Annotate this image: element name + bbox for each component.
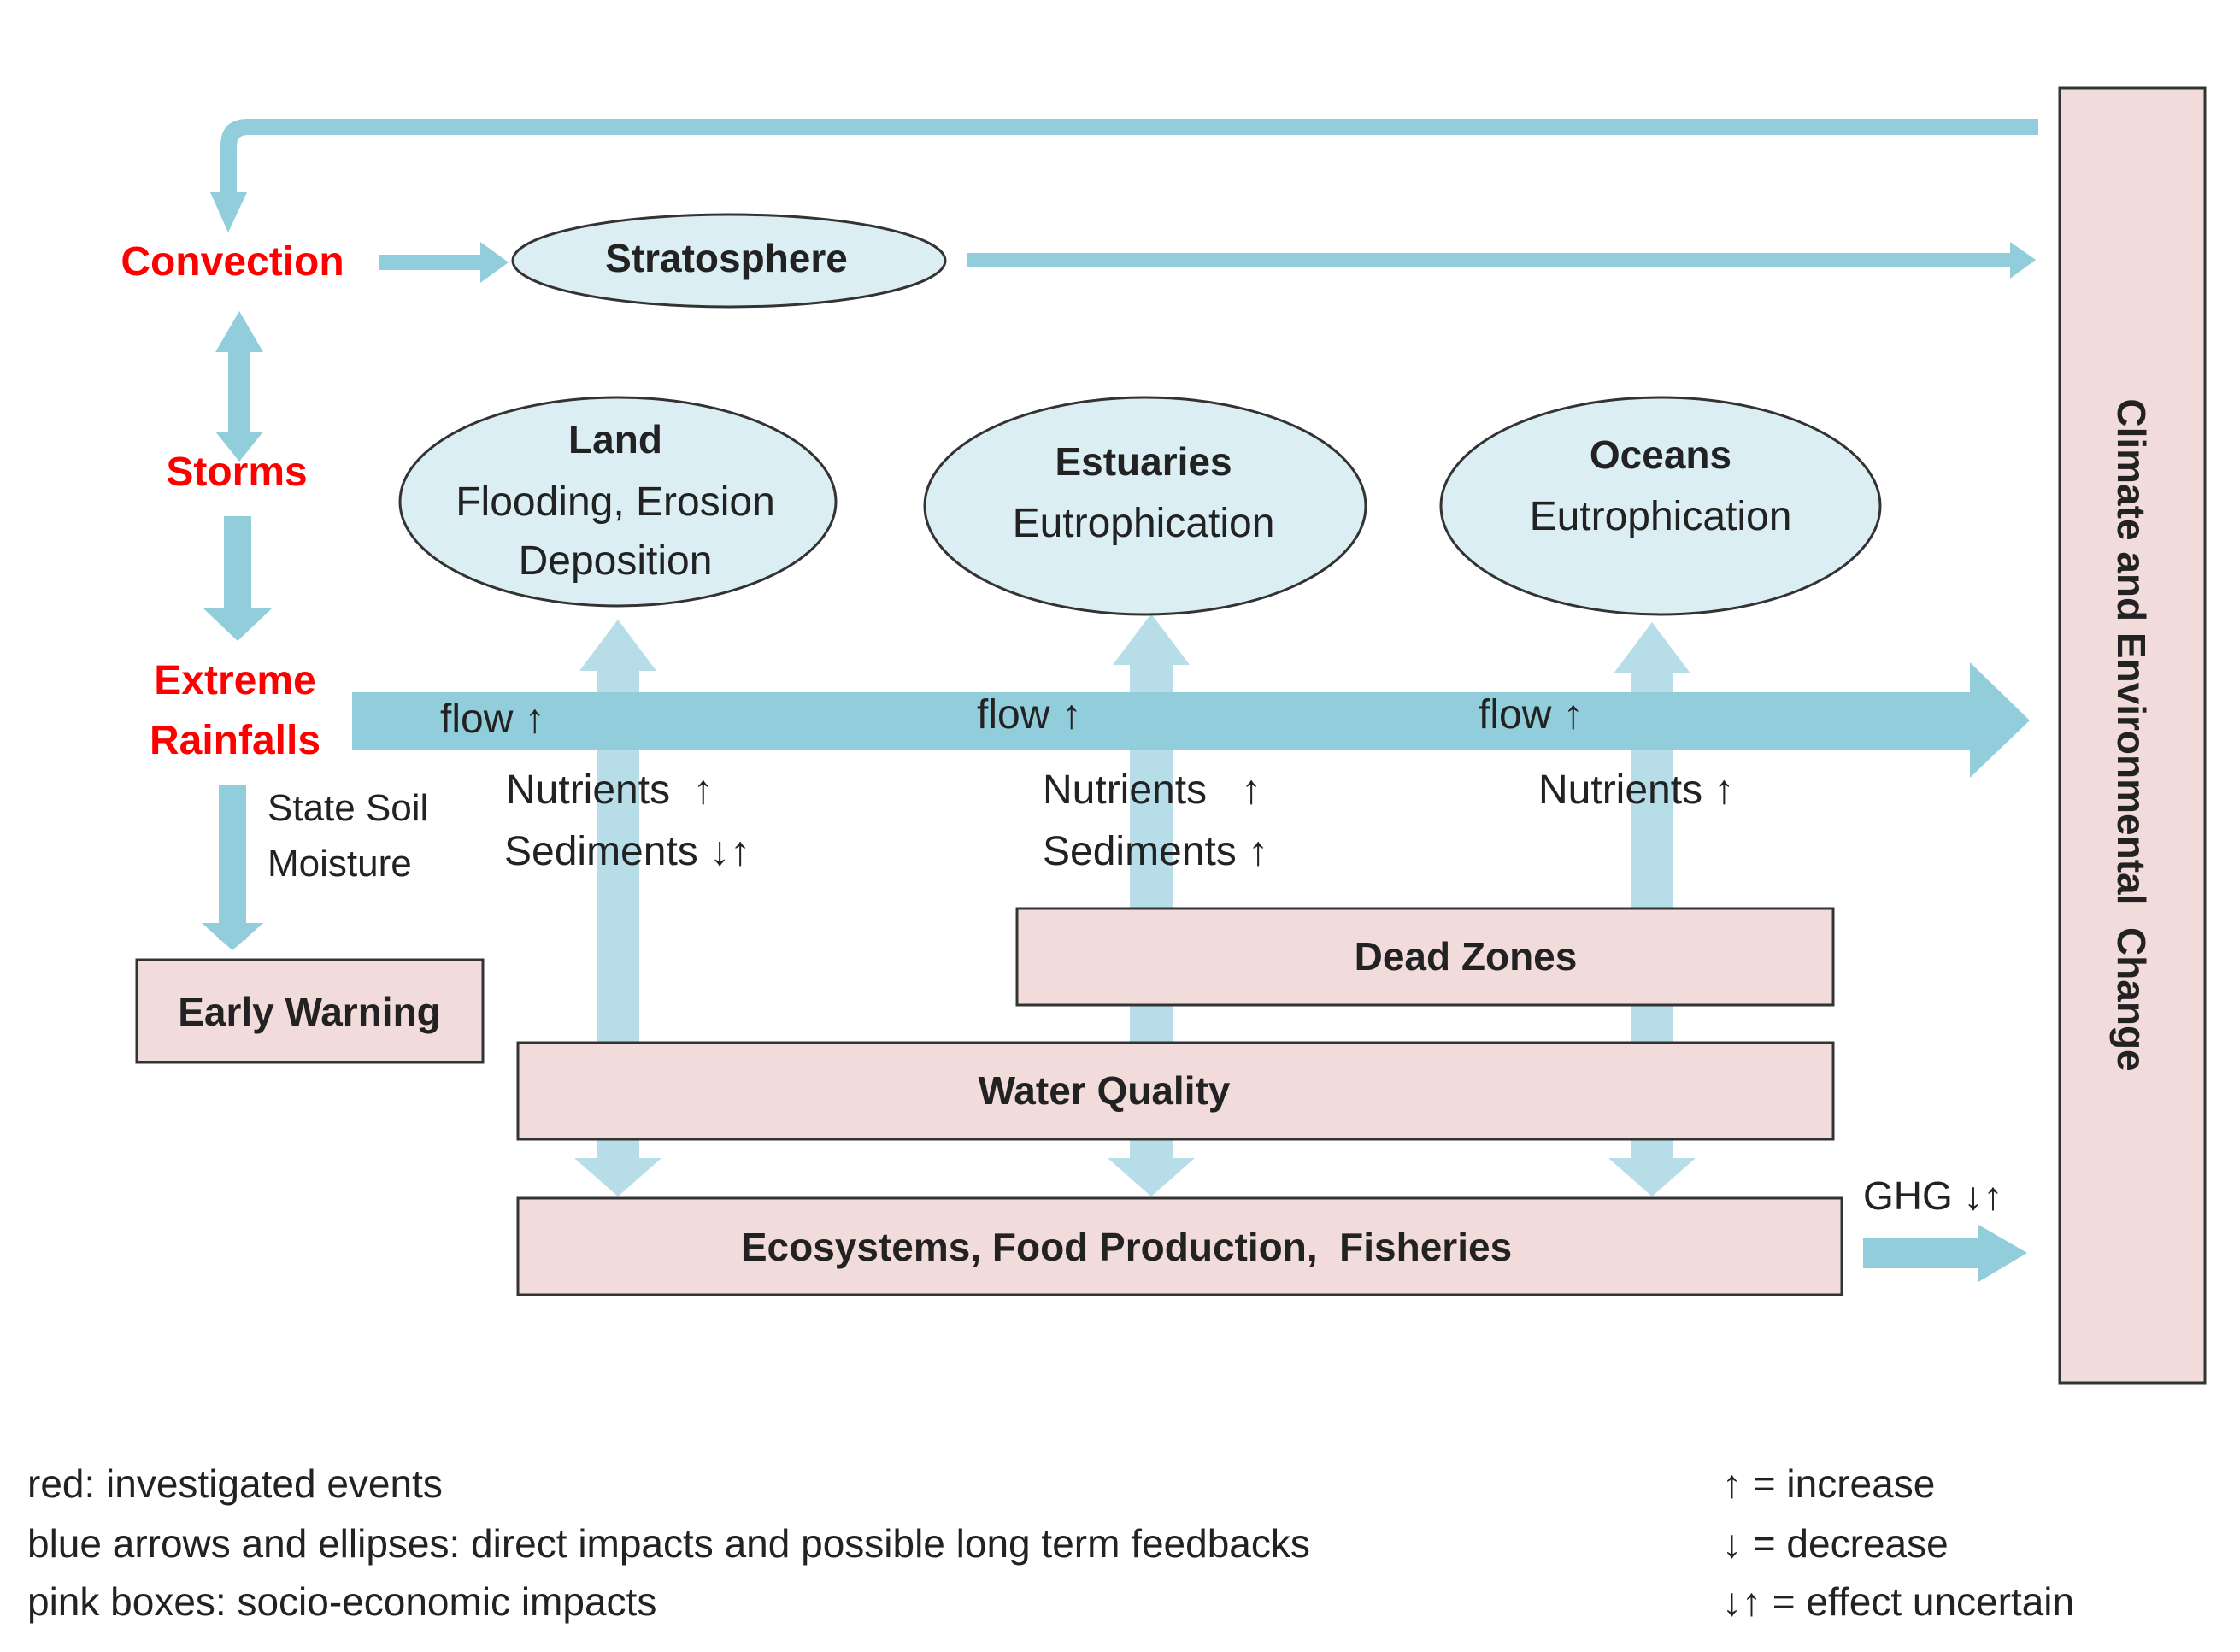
- land-ellipse: [398, 396, 838, 608]
- oceans-line1: Eutrophication: [1530, 494, 1792, 539]
- dead-zones-label: Dead Zones: [1355, 934, 1578, 979]
- ghg-label: GHG ↓↑: [1863, 1173, 2003, 1218]
- soil-moisture-line2: Moisture: [268, 843, 412, 885]
- land-title: Land: [568, 417, 662, 462]
- convection-to-stratosphere-arrow: [379, 242, 509, 283]
- legend-blue: blue arrows and ellipses: direct impacts…: [27, 1521, 1310, 1566]
- legend: red: investigated events blue arrows and…: [27, 1461, 2074, 1624]
- climate-change-label: Climate and Environmental Change: [2109, 398, 2154, 1071]
- event-convection: Convection: [121, 239, 344, 285]
- ecosystems-box: [516, 1196, 1843, 1296]
- event-storms: Storms: [166, 450, 307, 495]
- ecosystems-label: Ecosystems, Food Production, Fisheries: [741, 1225, 1512, 1269]
- legend-decrease: ↓ = decrease: [1722, 1521, 1949, 1566]
- land-nutrients: Nutrients ↑: [506, 767, 714, 813]
- flow-label-oceans: flow ↑: [1479, 692, 1584, 738]
- legend-uncertain: ↓↑ = effect uncertain: [1722, 1579, 2074, 1624]
- feedback-loop-arrow: [210, 119, 2038, 232]
- water-quality-box: [516, 1041, 1835, 1141]
- stratosphere-to-climate-arrow: [967, 242, 2036, 279]
- estuaries-sediments: Sediments ↑: [1043, 829, 1268, 874]
- land-sediments: Sediments ↓↑: [504, 829, 750, 874]
- estuaries-title: Estuaries: [1055, 439, 1232, 484]
- main-flow-arrow: [352, 662, 2030, 778]
- event-extreme-line2: Rainfalls: [150, 718, 320, 763]
- oceans-ellipse: [1439, 396, 1882, 616]
- land-line1: Flooding, Erosion: [456, 479, 775, 525]
- land-line2: Deposition: [519, 538, 713, 584]
- estuaries-line1: Eutrophication: [1013, 501, 1275, 546]
- dead-zones-box: [1015, 907, 1835, 1007]
- ghg-arrow: [1863, 1225, 2027, 1282]
- early-warning-box: [135, 958, 485, 1064]
- legend-increase: ↑ = increase: [1722, 1461, 1935, 1506]
- oceans-title: Oceans: [1590, 432, 1731, 477]
- flow-label-land: flow ↑: [440, 697, 545, 742]
- event-extreme-line1: Extreme: [154, 658, 315, 703]
- flow-label-estuaries: flow ↑: [977, 692, 1082, 738]
- water-quality-label: Water Quality: [979, 1068, 1231, 1113]
- convection-storms-double-arrow: [215, 311, 263, 462]
- stratosphere-ellipse: [511, 213, 947, 309]
- storms-to-rainfall-arrow: [203, 516, 272, 641]
- legend-red: red: investigated events: [27, 1461, 443, 1506]
- climate-change-box: [2058, 86, 2207, 1385]
- legend-pink: pink boxes: socio-economic impacts: [27, 1579, 656, 1624]
- early-warning-label: Early Warning: [178, 990, 441, 1034]
- oceans-nutrients: Nutrients ↑: [1538, 767, 1734, 813]
- estuaries-nutrients: Nutrients ↑: [1043, 767, 1261, 813]
- rainfall-to-early-warning-arrow: [202, 785, 263, 950]
- stratosphere-label: Stratosphere: [605, 236, 848, 280]
- soil-moisture-line1: State Soil: [268, 787, 428, 829]
- estuaries-ellipse: [923, 396, 1367, 616]
